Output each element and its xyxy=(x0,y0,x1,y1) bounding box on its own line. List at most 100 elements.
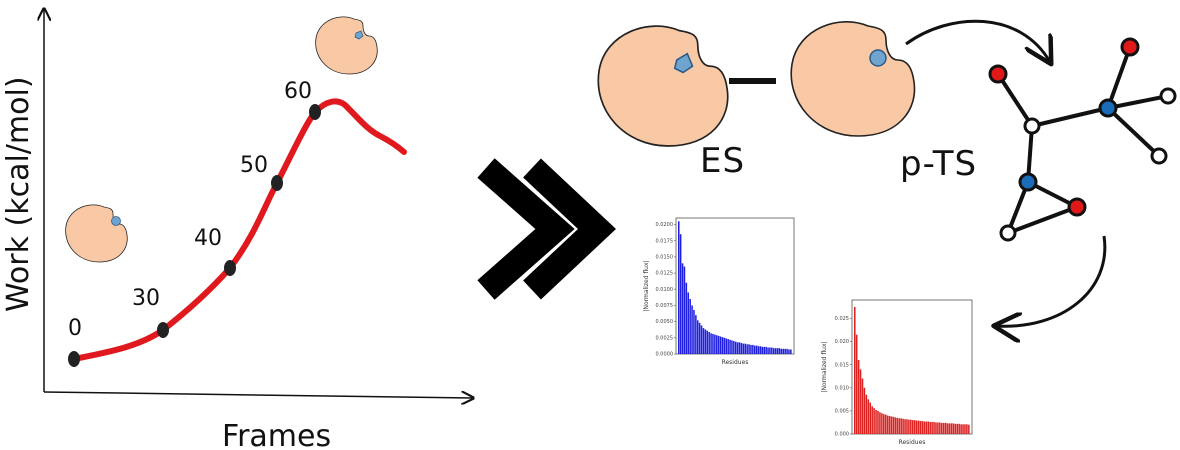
y-tick-label: 0.015 xyxy=(835,362,849,368)
flux-bar xyxy=(935,422,937,434)
y-tick-label: 0.0200 xyxy=(656,222,674,228)
flux-bar xyxy=(697,320,699,354)
flux-bar xyxy=(948,423,951,434)
chart-xlabel: Residues xyxy=(899,439,926,446)
flux-bar xyxy=(712,333,714,354)
flux-bar xyxy=(727,339,729,354)
flux-bar xyxy=(915,420,918,434)
node-red xyxy=(988,64,1008,84)
flux-bar xyxy=(714,334,716,354)
es-label: ES xyxy=(700,141,745,181)
flux-bar xyxy=(908,419,910,434)
flux-bar xyxy=(900,418,902,434)
flux-bar xyxy=(689,298,691,354)
flux-bar xyxy=(773,348,775,354)
flux-bar xyxy=(679,234,682,354)
flux-bar xyxy=(716,335,718,354)
flux-bar xyxy=(723,337,726,354)
flux-bar xyxy=(879,412,881,434)
flux-bar xyxy=(710,333,712,354)
enzyme-icon-peak xyxy=(315,16,378,75)
flux-bar xyxy=(752,344,754,354)
flux-bar xyxy=(735,341,737,354)
flux-bar xyxy=(769,347,771,354)
flux-bar xyxy=(964,424,966,434)
y-tick-label: 0.0125 xyxy=(656,271,674,277)
substrate-icon xyxy=(673,52,694,74)
enzyme-icon-pts xyxy=(790,20,916,137)
frame-label-40: 40 xyxy=(194,226,222,251)
y-axis-label: Work (kcal/mol) xyxy=(1,76,36,312)
node-blue xyxy=(1018,172,1038,192)
flux-bar xyxy=(780,348,783,354)
chart-xlabel: Residues xyxy=(722,359,749,366)
flux-bar xyxy=(786,348,788,354)
flux-bar xyxy=(968,424,970,434)
frame-label-30: 30 xyxy=(132,286,160,311)
enzyme-icon-start xyxy=(65,204,128,263)
flux-bar xyxy=(700,325,703,354)
flux-bar xyxy=(884,414,887,434)
frame-label-0: 0 xyxy=(68,316,82,341)
flux-bar xyxy=(759,346,762,354)
flux-bar xyxy=(731,340,733,354)
flux-bar xyxy=(875,409,877,434)
flux-bar xyxy=(877,410,879,434)
flux-bar xyxy=(721,337,724,354)
substrate-icon xyxy=(354,30,364,40)
flux-bar xyxy=(774,348,777,354)
flux-bar xyxy=(784,348,786,354)
flux-bar xyxy=(910,419,912,434)
flux-bar xyxy=(863,387,866,434)
flux-bar xyxy=(867,399,870,434)
x-axis xyxy=(43,392,472,398)
y-tick-label: 0.0075 xyxy=(656,303,674,309)
substrate-icon xyxy=(111,216,121,226)
flux-bar xyxy=(859,369,862,434)
flux-bar xyxy=(886,415,889,434)
node-white xyxy=(1023,117,1041,135)
flux-bar xyxy=(706,330,709,354)
flux-bar xyxy=(685,282,688,354)
flux-bar xyxy=(956,423,959,434)
flux-bar xyxy=(894,417,897,434)
double-chevron-arrow-icon xyxy=(477,158,616,300)
work-plot: Work (kcal/mol) Frames 0 30 40 50 60 xyxy=(1,10,472,450)
flux-bar xyxy=(748,344,750,354)
flux-bar xyxy=(933,421,935,434)
y-tick-label: 0.005 xyxy=(835,408,849,414)
flux-bar xyxy=(790,349,792,354)
flux-bar xyxy=(778,348,781,354)
flux-bar xyxy=(717,335,720,354)
chart-ylabel: |Normalized flux| xyxy=(643,260,650,311)
flux-bar xyxy=(939,422,941,434)
y-tick-label: 0.0175 xyxy=(656,238,674,244)
chart-ylabel: |Normalized flux| xyxy=(821,341,828,392)
flux-bar xyxy=(754,345,756,354)
flux-bar xyxy=(869,402,872,434)
frame-point-30 xyxy=(157,322,169,338)
flux-bar xyxy=(952,423,955,434)
enzyme-icon-es xyxy=(597,25,729,147)
flux-bar xyxy=(896,417,899,434)
flux-bar xyxy=(902,418,904,434)
flux-bar xyxy=(695,315,697,354)
node-white xyxy=(1150,147,1168,165)
flux-bar xyxy=(771,347,773,354)
pts-state: p-TS xyxy=(790,20,976,184)
flux-bar xyxy=(904,419,906,434)
flux-bar xyxy=(691,305,693,354)
flux-bar xyxy=(960,424,962,434)
y-tick-label: 0.020 xyxy=(835,339,849,345)
flux-bar xyxy=(929,421,931,434)
flux-bar xyxy=(761,346,764,354)
y-tick-label: 0.0150 xyxy=(656,254,674,260)
flux-bar xyxy=(925,421,928,434)
arrow-to-red-chart xyxy=(996,235,1107,326)
node-blue xyxy=(1098,98,1118,118)
flux-bar xyxy=(855,334,858,434)
flux-bar xyxy=(725,338,728,354)
flux-bar xyxy=(755,345,758,354)
arrow-to-network xyxy=(905,19,1050,62)
